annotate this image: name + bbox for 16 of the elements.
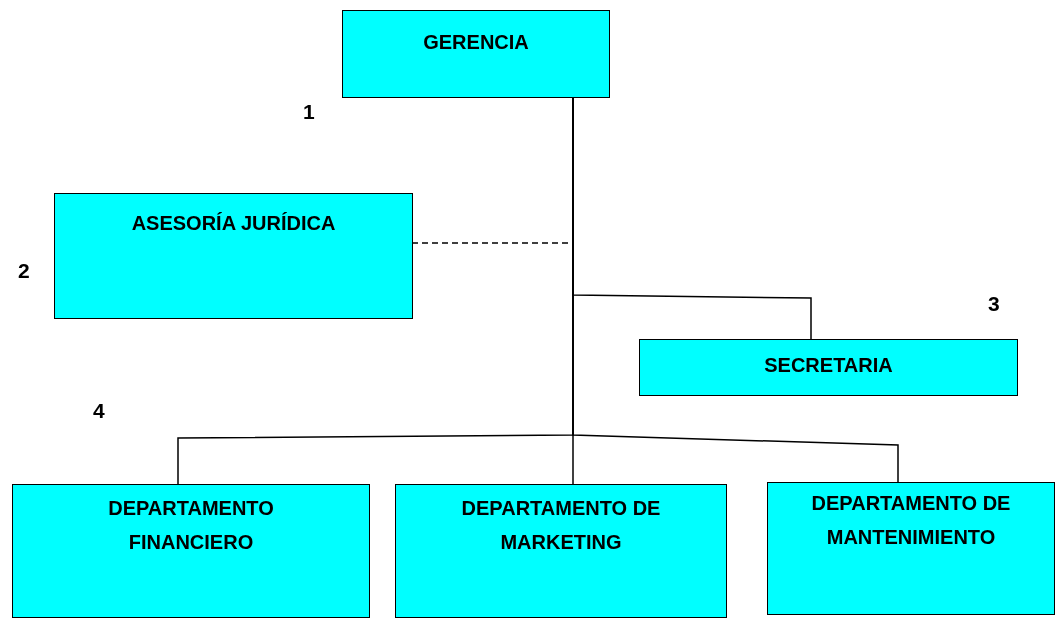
callout-number: 2 [18, 259, 30, 283]
box-label: DEPARTAMENTO FINANCIERO [107, 496, 275, 555]
org-box [395, 484, 727, 618]
org-box [342, 10, 610, 98]
box-label: DEPARTAMENTO DE MANTENIMIENTO [810, 491, 1012, 550]
box-label: SECRETARIA [764, 353, 893, 378]
box-label: DEPARTAMENTO DE MARKETING [460, 496, 662, 555]
callout-number: 4 [93, 399, 105, 423]
org-box [767, 482, 1055, 615]
org-box [54, 193, 413, 319]
org-box [12, 484, 370, 618]
box-label: GERENCIA [423, 30, 529, 55]
callout-number: 1 [303, 100, 315, 124]
callout-number: 3 [988, 292, 1000, 316]
org-box [639, 339, 1018, 396]
box-label: ASESORÍA JURÍDICA [131, 211, 336, 236]
